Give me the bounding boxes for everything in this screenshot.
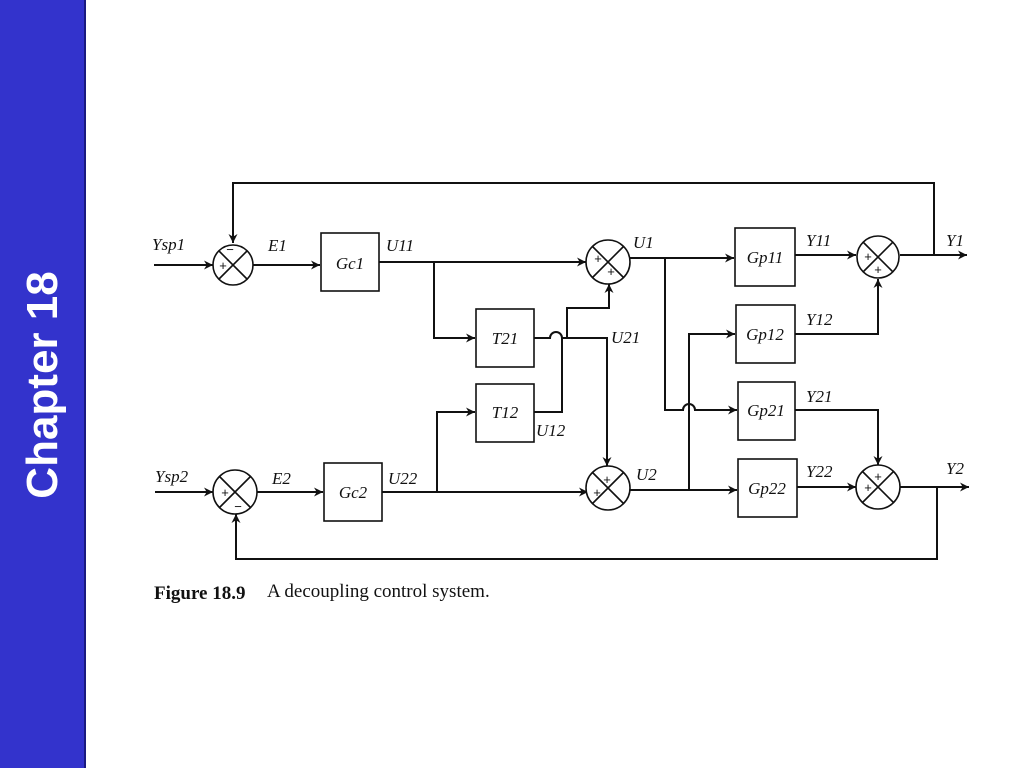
block-gp12: Gp12	[735, 304, 796, 364]
summing-junction-e2: + −	[212, 469, 258, 515]
chapter-sidebar: Chapter 18	[0, 0, 86, 768]
block-gc1-label: Gc1	[336, 254, 364, 273]
signal-wires	[154, 182, 969, 560]
label-e1: E1	[267, 236, 287, 255]
sign-plus: +	[874, 469, 882, 484]
label-y2: Y2	[946, 459, 964, 478]
sign-plus: +	[874, 262, 882, 277]
label-u21: U21	[611, 328, 640, 347]
sign-plus: +	[864, 480, 872, 495]
block-gc2-label: Gc2	[339, 483, 368, 502]
block-gc2: Gc2	[323, 462, 383, 522]
block-t21-label: T21	[492, 329, 518, 348]
label-u1: U1	[633, 233, 654, 252]
summing-junction-u1: + +	[585, 239, 631, 285]
summing-junction-e1: − +	[212, 242, 254, 286]
label-u11: U11	[386, 236, 414, 255]
label-u22: U22	[388, 469, 418, 488]
sign-plus: +	[607, 264, 615, 279]
sign-plus: +	[594, 251, 602, 266]
block-gp12-label: Gp12	[746, 325, 784, 344]
caption-text: A decoupling control system.	[267, 581, 490, 602]
summing-junction-y1: + +	[856, 235, 900, 279]
figure-caption: Figure 18.9 A decoupling control system.	[154, 581, 490, 604]
label-y21: Y21	[806, 387, 832, 406]
block-gp11: Gp11	[734, 227, 796, 287]
sign-minus: −	[226, 242, 234, 257]
label-y1: Y1	[946, 231, 964, 250]
block-t12: T12	[475, 383, 535, 443]
label-u12: U12	[536, 421, 566, 440]
label-y12: Y12	[806, 310, 833, 329]
caption-number: Figure 18.9	[154, 583, 245, 604]
label-y11: Y11	[806, 231, 831, 250]
block-t21: T21	[475, 308, 535, 368]
block-gc1: Gc1	[320, 232, 380, 292]
sign-plus: +	[603, 472, 611, 487]
label-e2: E2	[271, 469, 291, 488]
summing-junction-y2: + +	[855, 464, 901, 510]
label-ysp1: Ysp1	[152, 235, 185, 254]
block-gp22: Gp22	[737, 458, 798, 518]
label-y22: Y22	[806, 462, 833, 481]
label-ysp2: Ysp2	[155, 467, 189, 486]
sign-plus: +	[864, 249, 872, 264]
block-t12-label: T12	[492, 403, 519, 422]
label-u2: U2	[636, 465, 657, 484]
block-gp21: Gp21	[737, 381, 796, 441]
summing-junction-u2: + +	[585, 465, 631, 511]
sign-plus: +	[593, 485, 601, 500]
block-gp11-label: Gp11	[747, 248, 784, 267]
signal-labels: Ysp1 Ysp2 E1 E2 U11 U22 U1 U2 U21 U12 Y1…	[152, 231, 964, 488]
block-gp22-label: Gp22	[748, 479, 786, 498]
sign-plus: +	[221, 485, 229, 500]
sign-minus: −	[234, 499, 242, 514]
block-gp21-label: Gp21	[747, 401, 785, 420]
sign-plus: +	[219, 258, 227, 273]
